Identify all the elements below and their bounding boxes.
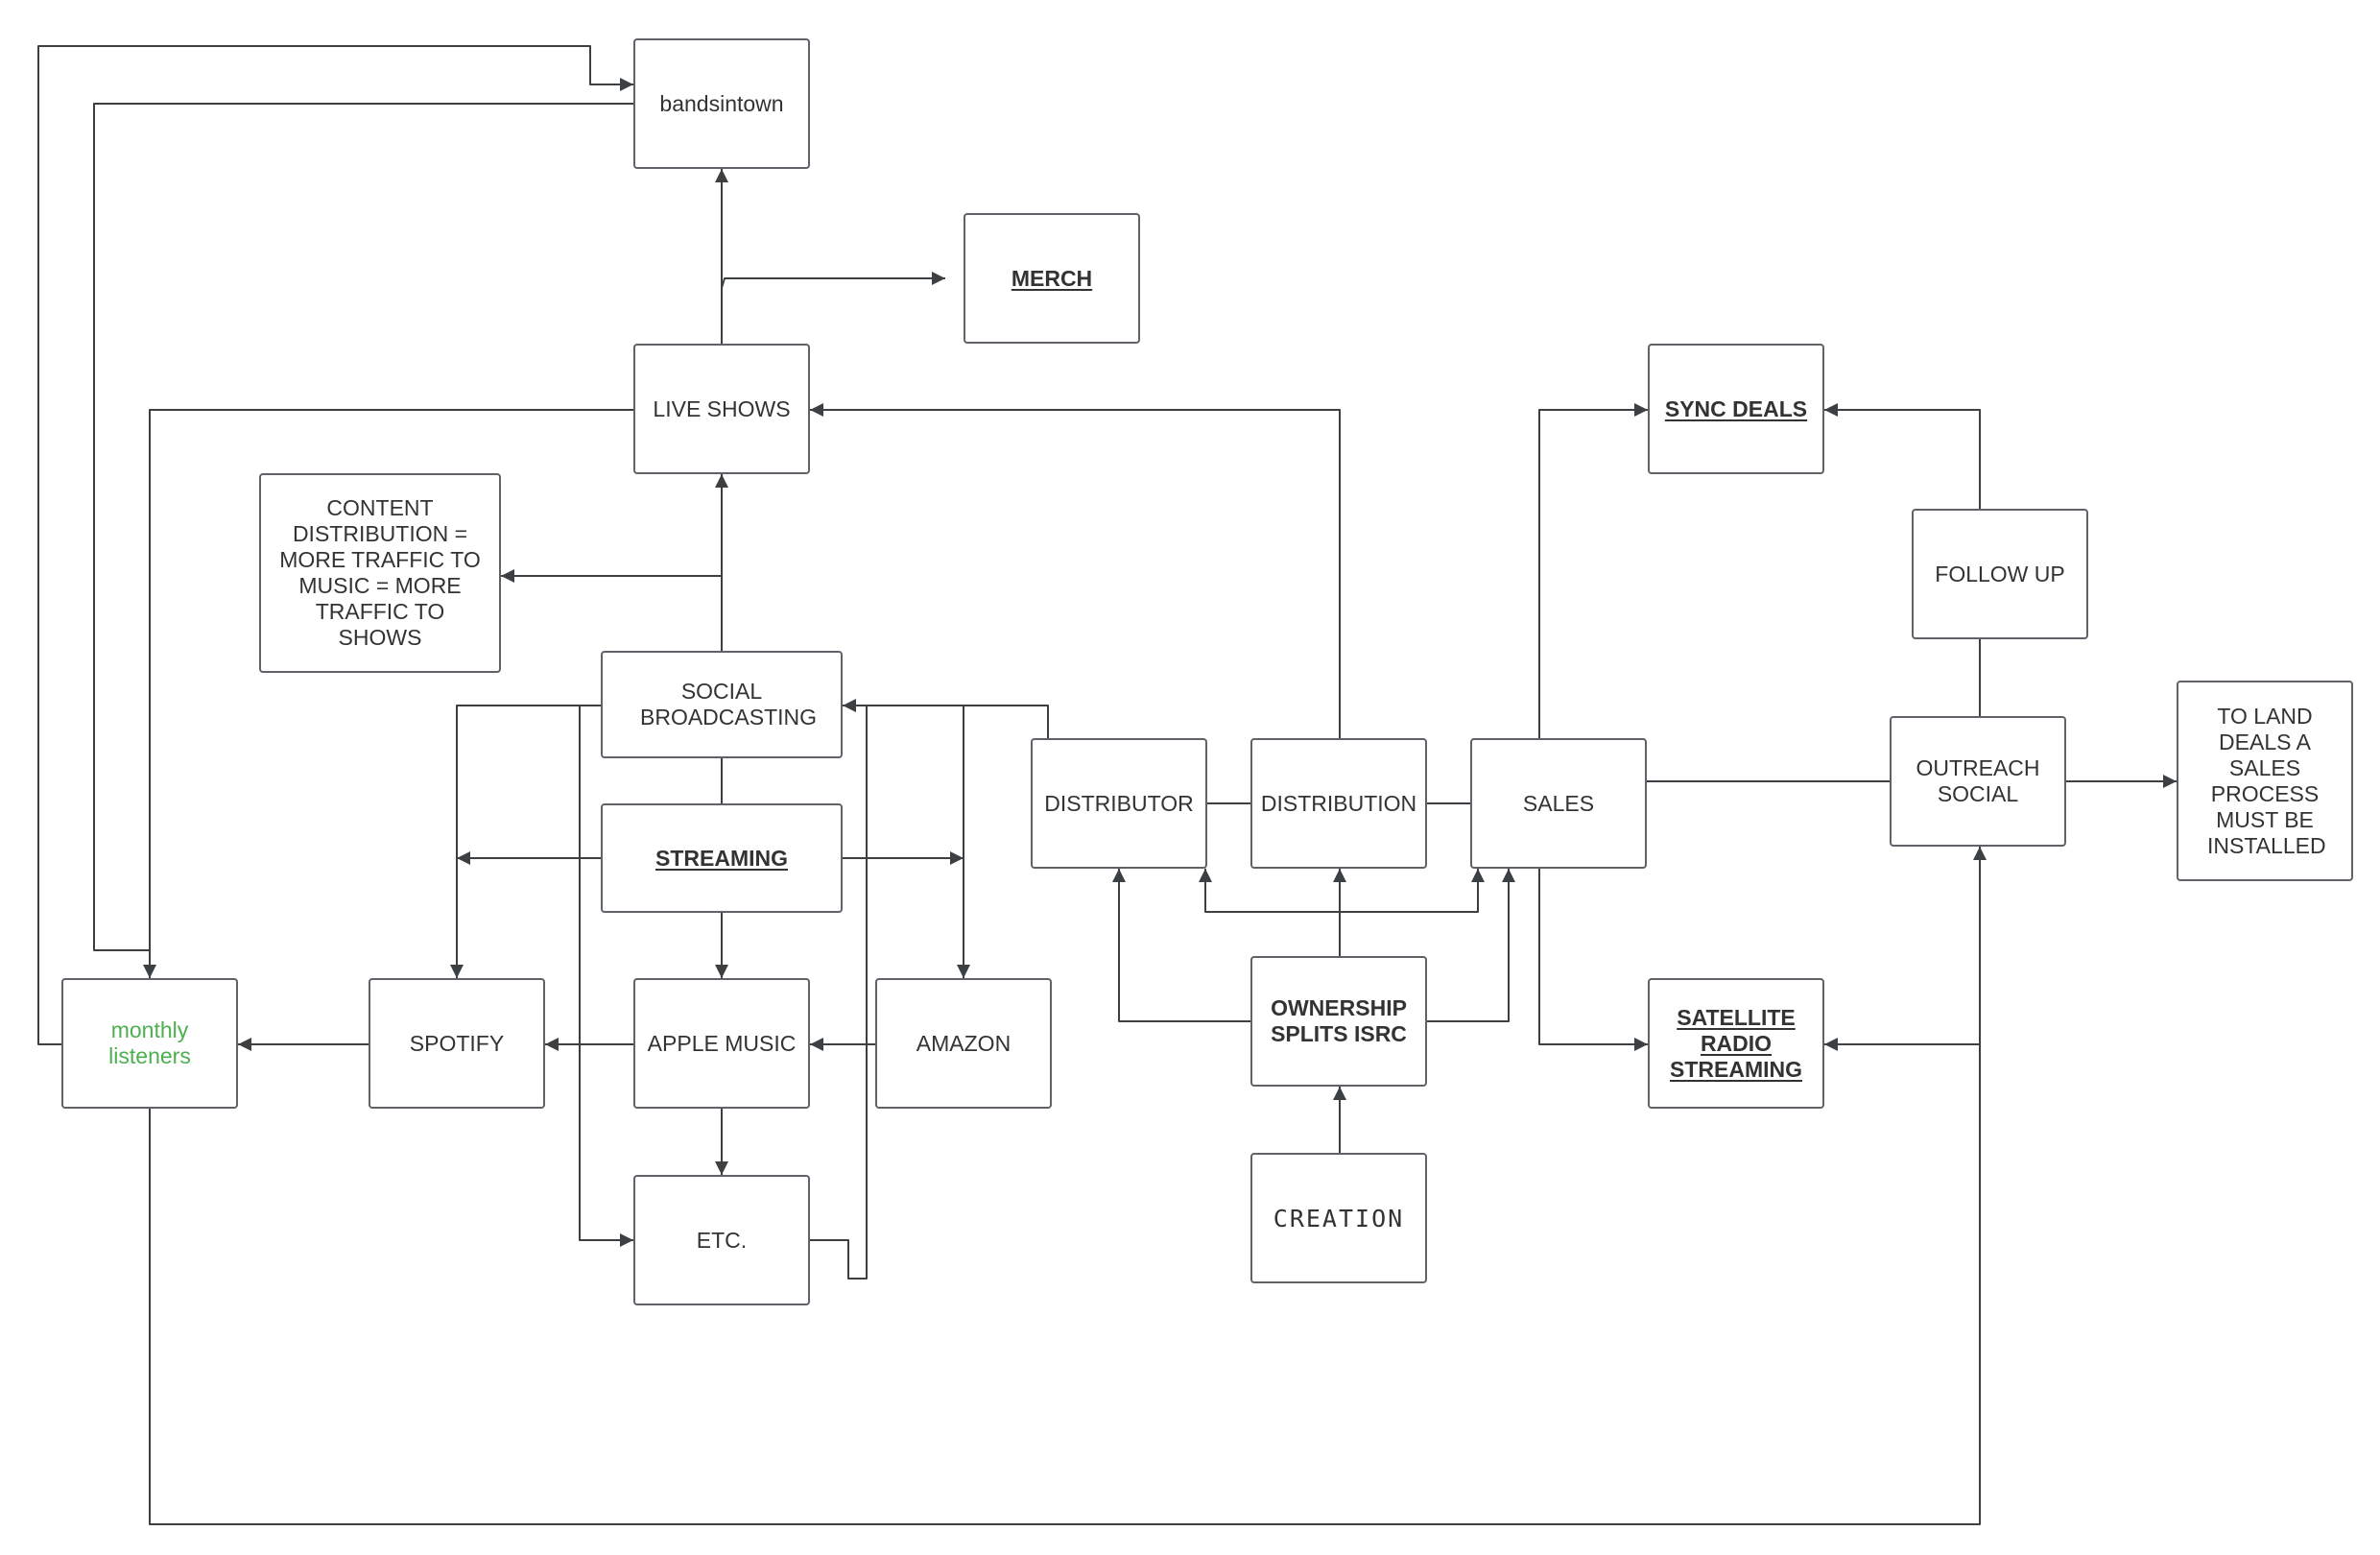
- wire-social-to-spotify: [450, 705, 601, 978]
- wire-sales-to-satellite: [1538, 869, 1648, 1051]
- follow-up-node[interactable]: FOLLOW UP: [1912, 509, 2088, 639]
- ownership-splits-isrc-node[interactable]: OWNERSHIP SPLITS ISRC: [1250, 956, 1427, 1087]
- sales-node[interactable]: SALES: [1470, 738, 1647, 869]
- content-distribution-label: CONTENT DISTRIBUTION = MORE TRAFFIC TO M…: [279, 495, 481, 650]
- merch-node[interactable]: MERCH: [964, 213, 1140, 344]
- wire-listeners-to-bandsintown: [37, 45, 633, 1045]
- sales-label: SALES: [1522, 790, 1595, 816]
- wire-ownership-to-distributor: [1112, 869, 1250, 1022]
- amazon-label: AMAZON: [916, 1030, 1012, 1056]
- etc-label: ETC.: [696, 1227, 748, 1253]
- wire-distributor-to-social: [867, 705, 1049, 738]
- creation-label: CREATION: [1273, 1204, 1405, 1232]
- social-broadcasting-node[interactable]: SOCIAL BROADCASTING: [601, 651, 843, 758]
- sync-deals-label: SYNC DEALS: [1664, 395, 1808, 421]
- amazon-node[interactable]: AMAZON: [875, 978, 1052, 1109]
- distribution-node[interactable]: DISTRIBUTION: [1250, 738, 1427, 869]
- outreach-social-node[interactable]: OUTREACH SOCIAL: [1890, 716, 2066, 847]
- ownership-splits-isrc-label: OWNERSHIP SPLITS ISRC: [1271, 995, 1407, 1046]
- spotify-label: SPOTIFY: [409, 1030, 505, 1056]
- wire-social-to-etc: [579, 706, 633, 1247]
- to-land-deals-node[interactable]: TO LAND DEALS A SALES PROCESS MUST BE IN…: [2177, 681, 2353, 881]
- bandsintown-node[interactable]: bandsintown: [633, 38, 810, 169]
- apple-music-label: APPLE MUSIC: [647, 1030, 797, 1056]
- distributor-label: DISTRIBUTOR: [1044, 790, 1194, 816]
- satellite-radio-streaming-node[interactable]: SATELLITE RADIO STREAMING: [1648, 978, 1824, 1109]
- monthly-listeners-node[interactable]: monthly listeners: [61, 978, 238, 1109]
- live-shows-node[interactable]: LIVE SHOWS: [633, 344, 810, 474]
- spotify-node[interactable]: SPOTIFY: [369, 978, 545, 1109]
- streaming-node[interactable]: STREAMING: [601, 803, 843, 913]
- outreach-social-label: OUTREACH SOCIAL: [1916, 755, 2040, 806]
- wire-ownership-to-sales-corner: [1340, 869, 1485, 913]
- creation-node[interactable]: CREATION: [1250, 1153, 1427, 1283]
- satellite-radio-streaming-label: SATELLITE RADIO STREAMING: [1670, 1004, 1802, 1082]
- distributor-node[interactable]: DISTRIBUTOR: [1031, 738, 1207, 869]
- apple-music-node[interactable]: APPLE MUSIC: [633, 978, 810, 1109]
- wire-etc-to-social: [810, 699, 868, 1280]
- merch-label: MERCH: [1011, 265, 1093, 291]
- distribution-label: DISTRIBUTION: [1260, 790, 1417, 816]
- content-distribution-node[interactable]: CONTENT DISTRIBUTION = MORE TRAFFIC TO M…: [259, 473, 501, 673]
- wire-ownership-to-distributor-corner: [1199, 869, 1340, 913]
- wire-followup-to-sync: [1824, 403, 1981, 509]
- sync-deals-node[interactable]: SYNC DEALS: [1648, 344, 1824, 474]
- wire-distribution-to-liveshows: [810, 403, 1341, 738]
- wire-listeners-to-outreach: [149, 847, 1987, 1525]
- social-broadcasting-label: SOCIAL BROADCASTING: [640, 679, 818, 730]
- wire-ownership-to-sales: [1427, 869, 1515, 1022]
- streaming-label: STREAMING: [655, 845, 788, 871]
- bandsintown-label: bandsintown: [659, 90, 784, 116]
- follow-up-label: FOLLOW UP: [1935, 561, 2065, 586]
- live-shows-label: LIVE SHOWS: [653, 395, 791, 421]
- wire-sales-to-sync: [1538, 403, 1648, 738]
- wire-liveshows-to-listeners: [149, 409, 633, 978]
- monthly-listeners-label: monthly listeners: [108, 1017, 191, 1068]
- etc-node[interactable]: ETC.: [633, 1175, 810, 1305]
- wire-social-to-amazon: [843, 705, 970, 978]
- wire-liveshows-to-merch: [721, 272, 945, 289]
- to-land-deals-label: TO LAND DEALS A SALES PROCESS MUST BE IN…: [2207, 703, 2326, 858]
